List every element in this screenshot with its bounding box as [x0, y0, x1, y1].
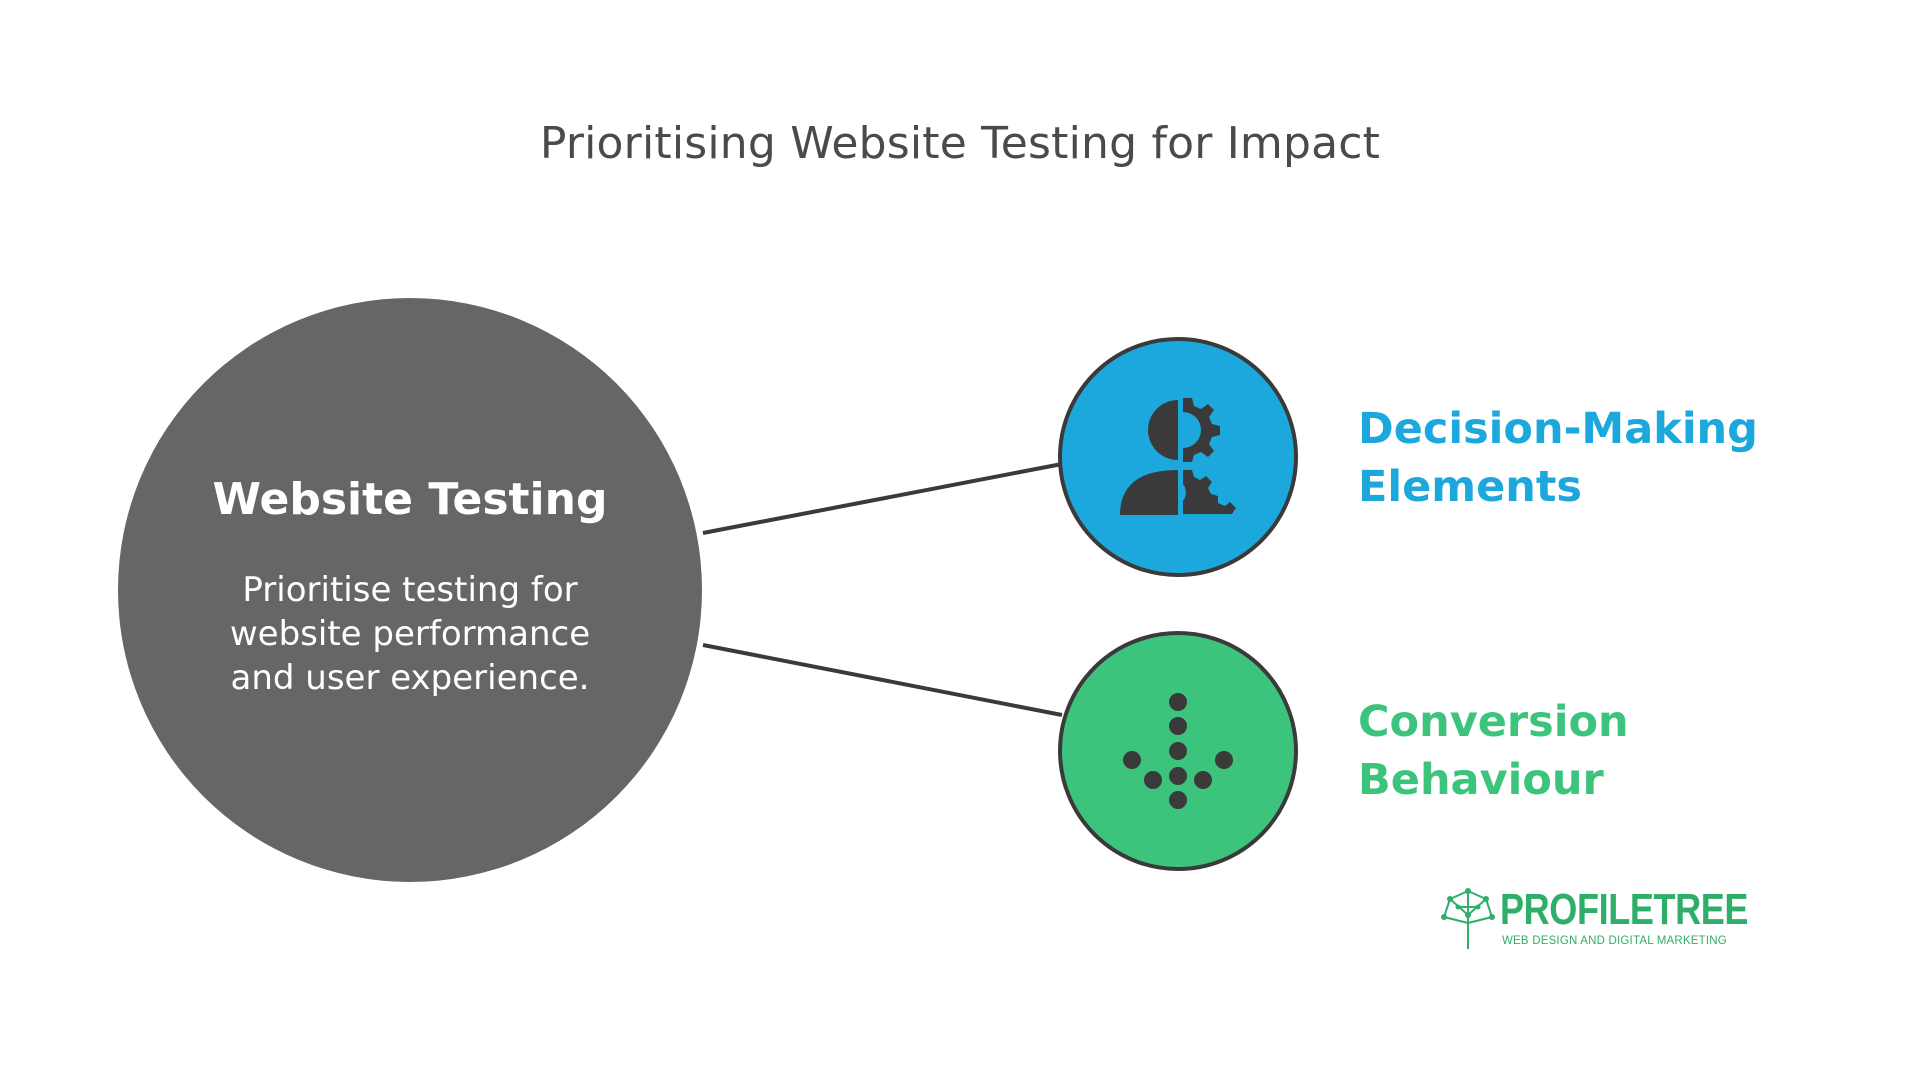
- decision-making-label-line2: Elements: [1358, 462, 1583, 512]
- dotted-arrow-down-icon: [1123, 693, 1233, 809]
- logo-tagline: WEB DESIGN AND DIGITAL MARKETING: [1502, 935, 1727, 947]
- connector-line-decision: [702, 462, 1063, 535]
- conversion-behaviour-label-line1: Conversion: [1358, 697, 1629, 747]
- connector-line-conversion: [702, 643, 1063, 717]
- main-description: Prioritise testing for website performan…: [229, 570, 591, 698]
- tree-network-icon: [1441, 888, 1495, 949]
- main-heading: Website Testing: [212, 474, 608, 525]
- decision-making-label-line1: Decision-Making: [1358, 404, 1758, 454]
- decision-making-label: Decision-Making Elements: [1358, 400, 1758, 516]
- main-circle: [118, 298, 702, 882]
- logo-wordmark: PROFILETREE: [1500, 885, 1749, 934]
- conversion-behaviour-label: Conversion Behaviour: [1358, 693, 1629, 809]
- person-gear-icon: [1120, 398, 1236, 515]
- diagram-title: Prioritising Website Testing for Impact: [539, 118, 1381, 169]
- conversion-behaviour-label-line2: Behaviour: [1358, 755, 1604, 805]
- profiletree-logo: PROFILETREE WEB DESIGN AND DIGITAL MARKE…: [1438, 885, 1748, 955]
